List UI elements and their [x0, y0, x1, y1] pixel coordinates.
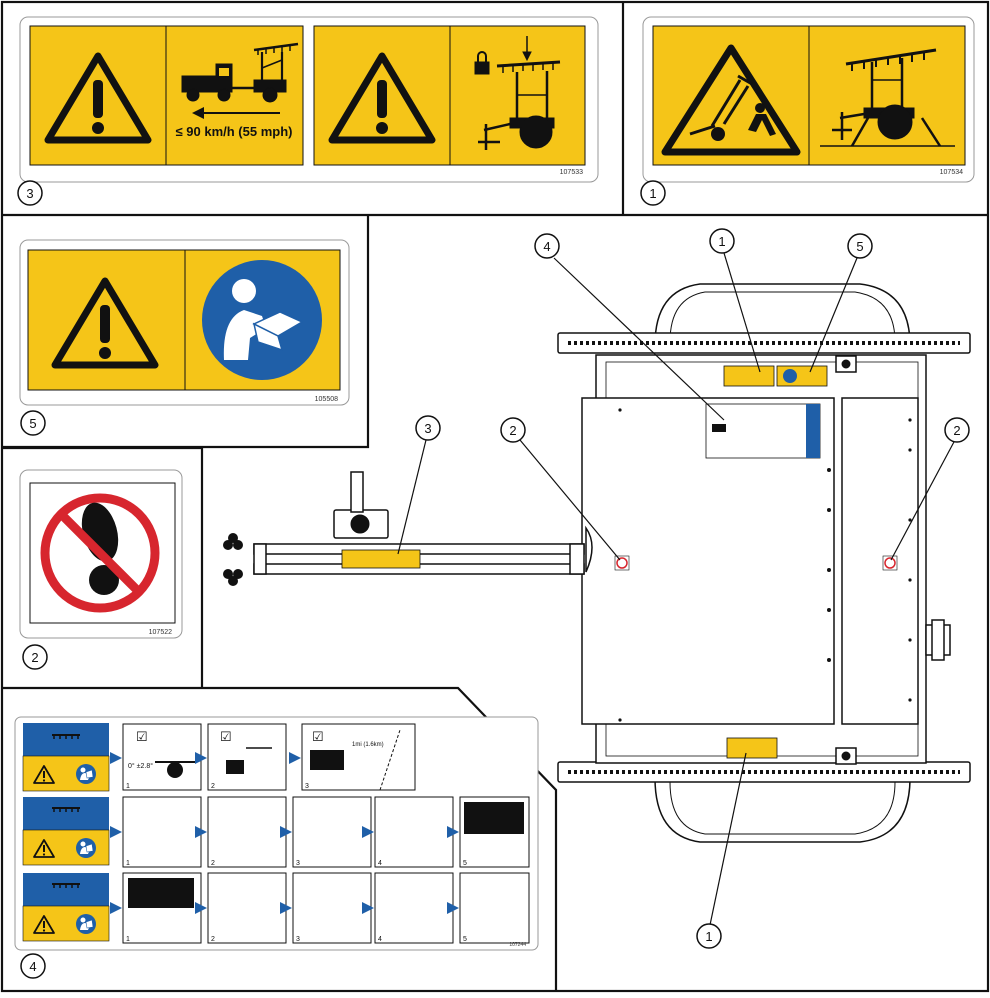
checkbox-icon: ☑	[136, 729, 148, 744]
panel-5: 105508 5	[19, 239, 350, 436]
step-caption: 1	[126, 783, 130, 790]
callout-marker	[22, 644, 48, 670]
arrow-board-icon	[128, 878, 194, 908]
callout-number: 5	[29, 416, 36, 431]
distance-text: 1mi (1.6km)	[352, 742, 384, 748]
tilt-text: 0° ±2.8°	[128, 762, 153, 770]
read-manual-icon	[75, 913, 97, 935]
callout-marker	[20, 953, 46, 979]
top-decal-1	[723, 365, 775, 387]
callout-4: 4	[543, 239, 550, 254]
no-step-icon	[40, 493, 160, 613]
step-caption: 3	[305, 783, 309, 790]
step-caption: 1	[126, 860, 130, 867]
step-caption: 2	[211, 936, 215, 943]
speed-limit-text: ≤ 90 km/h (55 mph)	[176, 124, 293, 139]
panel-1: 107534 1	[640, 16, 975, 206]
callout-3: 3	[424, 421, 431, 436]
callout-2-right: 2	[953, 423, 960, 438]
speed-arrow-icon	[192, 107, 280, 119]
callout-1-bottom: 1	[705, 929, 712, 944]
label-code: 107534	[940, 169, 963, 176]
truck-towing-icon	[181, 42, 299, 103]
callout-marker	[640, 180, 666, 206]
panel-2: 107522 2	[19, 469, 183, 670]
step-caption: 2	[211, 860, 215, 867]
read-manual-icon	[202, 260, 322, 380]
instruction-row-2	[22, 796, 530, 868]
label-code: 105508	[315, 396, 338, 403]
panel-4: ☑ 0° ±2.8° ☑ ☑ 1mi (1.6km)	[14, 716, 539, 979]
callout-number: 4	[29, 959, 36, 974]
leader-lines	[397, 252, 956, 926]
read-manual-icon	[75, 763, 97, 785]
callout-1-top: 1	[718, 234, 725, 249]
trailer-callouts: 4 1 5 3 2 2 1	[415, 228, 970, 949]
callout-2-left: 2	[509, 423, 516, 438]
step-caption: 5	[463, 936, 467, 943]
label-code: 107533	[560, 169, 583, 176]
read-manual-icon	[75, 837, 97, 859]
panel-3: ≤ 90 km/h (55 mph) 107533 3	[17, 16, 599, 206]
label-code: 107244	[509, 942, 526, 948]
boom-lock-icon	[474, 36, 561, 150]
trailer-stabilizer-icon	[820, 48, 955, 147]
bottom-decal-1	[726, 737, 778, 759]
callout-number: 1	[649, 186, 656, 201]
step-caption: 1	[126, 936, 130, 943]
callout-number: 2	[31, 650, 38, 665]
arrow-board-icon	[464, 802, 524, 834]
step-captions: 1 2 3 1 2 3 4 5 1 2 3 4 5	[126, 783, 467, 943]
step-caption: 2	[211, 783, 215, 790]
instruction-row-1: ☑ 0° ±2.8° ☑ ☑ 1mi (1.6km)	[22, 723, 416, 792]
callout-marker	[20, 410, 46, 436]
label-code: 107522	[149, 629, 172, 636]
flow-arrows	[110, 752, 459, 914]
tip-over-hazard-icon	[661, 44, 801, 156]
step-caption: 3	[296, 860, 300, 867]
step-caption: 3	[296, 936, 300, 943]
step-caption: 4	[378, 936, 382, 943]
step-caption: 4	[378, 860, 382, 867]
tongue-decal	[341, 549, 421, 569]
trailer-drawing	[223, 283, 971, 843]
checkbox-icon: ☑	[312, 729, 324, 744]
callout-5: 5	[856, 239, 863, 254]
step-caption: 5	[463, 860, 467, 867]
callout-marker	[17, 180, 43, 206]
callout-number: 3	[26, 186, 33, 201]
checkbox-icon: ☑	[220, 729, 232, 744]
